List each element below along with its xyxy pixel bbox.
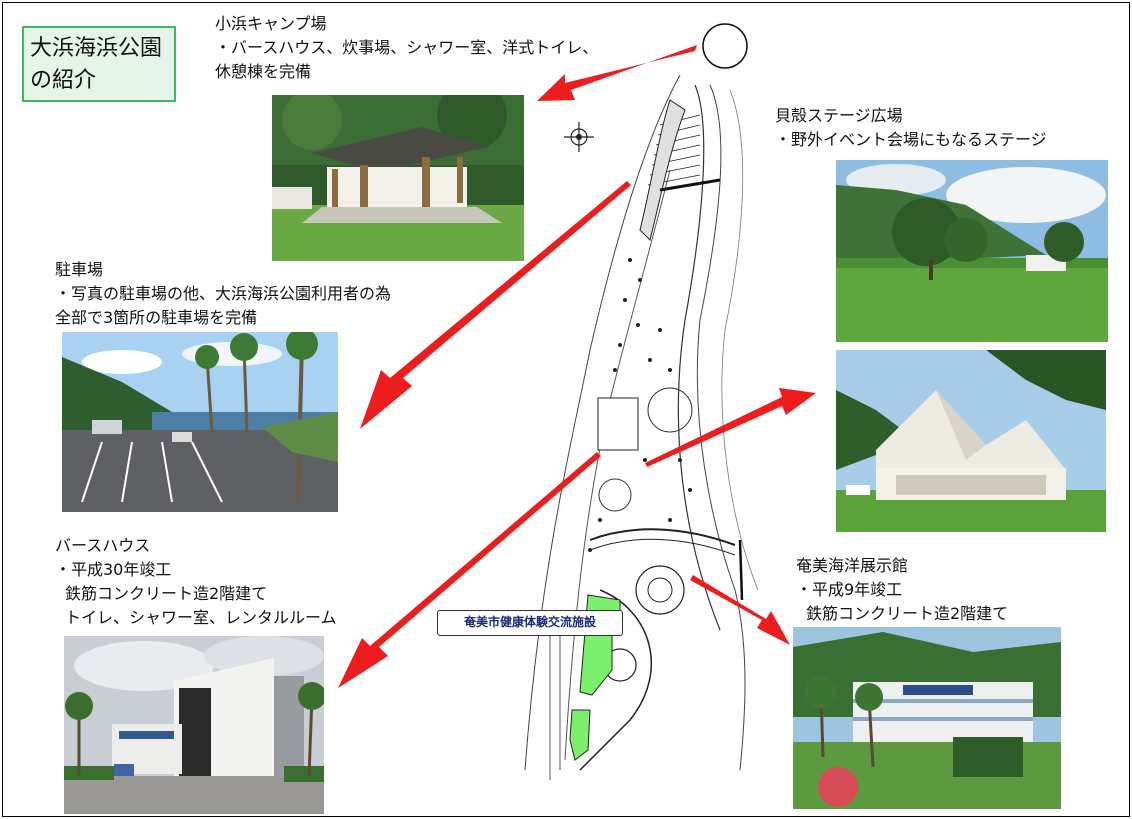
aquarium-name: 奄美海洋展示館 [796,556,909,575]
page-title: 大浜海浜公園 の紹介 [22,26,176,102]
stage-line-1: ・野外イベント会場にもなるステージ [775,130,1047,149]
stage-plaza-photo [836,160,1108,342]
parking-line-2: 全部で3箇所の駐車場を完備 [55,308,258,327]
page-title-line-2: の紹介 [30,68,97,93]
parking-photo [62,332,338,512]
shell-stage-photo [836,350,1106,532]
compass-crosshair-icon [564,122,594,152]
camp-line-2: 休憩棟を完備 [215,62,312,81]
site-map [524,74,759,780]
camp-line-1: ・バースハウス、炊事場、シャワー室、洋式トイレ、 [215,38,599,57]
bathhouse-line-2: 鉄筋コンクリート造2階建て [65,584,268,603]
parking-caption: 駐車場 ・写真の駐車場の他、大浜海浜公園利用者の為 全部で3箇所の駐車場を完備 [55,258,391,330]
aquarium-line-1: ・平成9年竣工 [796,580,903,599]
bathhouse-caption: バースハウス ・平成30年竣工 鉄筋コンクリート造2階建て トイレ、シャワー室、… [55,534,337,630]
north-indicator-icon [702,23,748,69]
camp-caption: 小浜キャンプ場 ・バースハウス、炊事場、シャワー室、洋式トイレ、 休憩棟を完備 [215,12,598,84]
bathhouse-line-3: トイレ、シャワー室、レンタルルーム [65,608,337,627]
bathhouse-name: バースハウス [55,536,151,555]
aquarium-line-2: 鉄筋コンクリート造2階建て [806,604,1009,623]
aquarium-caption: 奄美海洋展示館 ・平成9年竣工 鉄筋コンクリート造2階建て [796,554,1008,626]
parking-line-1: ・写真の駐車場の他、大浜海浜公園利用者の為 [55,284,392,303]
parking-name: 駐車場 [55,260,104,279]
bathhouse-photo [64,636,324,814]
stage-name: 貝殻ステージ広場 [775,106,903,125]
camp-photo [272,95,524,261]
aquarium-photo [793,627,1061,809]
stage-caption: 貝殻ステージ広場 ・野外イベント会場にもなるステージ [775,104,1047,152]
facility-label: 奄美市健康体験交流施設 [437,610,623,636]
camp-name: 小浜キャンプ場 [215,14,327,33]
page-title-line-1: 大浜海浜公園 [30,36,163,61]
bathhouse-line-1: ・平成30年竣工 [55,560,172,579]
